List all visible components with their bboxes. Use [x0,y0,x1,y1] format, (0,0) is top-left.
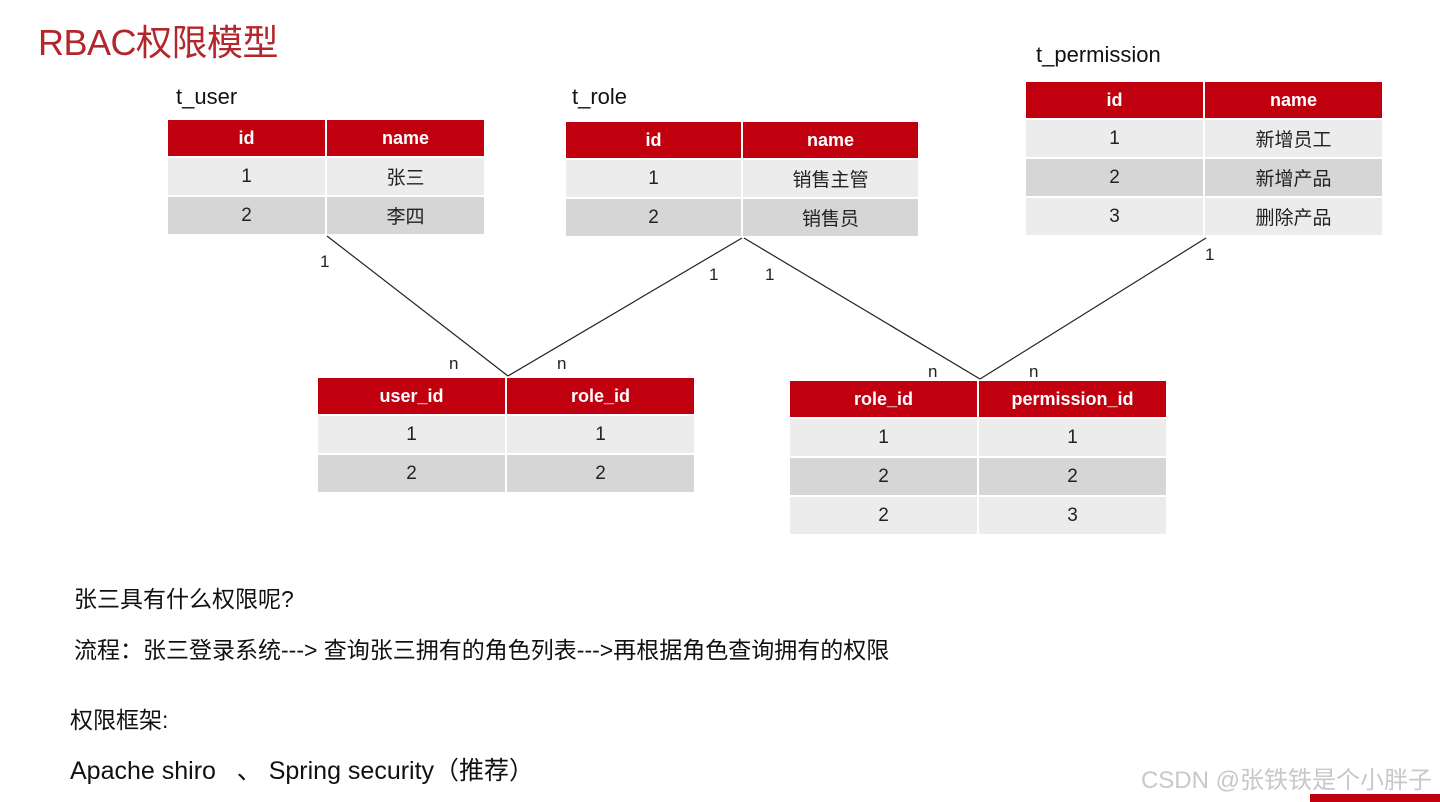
column-header-name: name [743,122,918,160]
cell-role-id: 1 [507,416,694,455]
column-header-role-id: role_id [507,378,694,416]
cardinality-label: 1 [709,265,719,284]
column-header-role-id: role_id [790,381,977,419]
table-row: 1 新增员工 [1026,120,1382,159]
table-row: 2 2 [318,455,694,494]
cell-role-id: 1 [790,419,977,458]
cell-id: 3 [1026,198,1203,237]
cardinality-label: n [1029,362,1039,381]
table-row: 2 李四 [168,197,484,236]
frameworks-label: 权限框架: [70,707,169,733]
table-row: 1 张三 [168,158,484,197]
table-row: 2 销售员 [566,199,918,238]
table-row: 2 3 [790,497,1166,536]
frameworks-text: Apache shiro 、 Spring security（推荐） [70,757,535,785]
table-row: 1 1 [318,416,694,455]
table-role-permission: role_id permission_id 1 1 2 2 2 3 [788,381,1168,536]
table-name-t-user: t_user [176,84,238,109]
relation-line-role-to-user-role [507,237,743,377]
relation-line-permission-to-role-permission [979,237,1207,380]
table-t-permission: id name 1 新增员工 2 新增产品 3 删除产品 [1024,82,1384,237]
cell-role-id: 2 [790,458,977,497]
cell-id: 1 [566,160,741,199]
table-row: 3 删除产品 [1026,198,1382,237]
cell-id: 2 [1026,159,1203,198]
column-header-name: name [1205,82,1382,120]
cell-name: 销售主管 [743,160,918,199]
flow-text: 流程：张三登录系统---> 查询张三拥有的角色列表--->再根据角色查询拥有的权… [74,637,890,663]
cardinality-label: n [557,354,567,373]
question-text: 张三具有什么权限呢? [74,586,294,612]
cardinality-label: 1 [320,252,330,271]
cardinality-label: 1 [765,265,775,284]
table-name-t-permission: t_permission [1036,42,1161,67]
cell-permission-id: 2 [979,458,1166,497]
cell-permission-id: 1 [979,419,1166,458]
table-user-role: user_id role_id 1 1 2 2 [316,378,696,494]
column-header-name: name [327,120,484,158]
column-header-user-id: user_id [318,378,505,416]
table-t-user: id name 1 张三 2 李四 [166,120,486,236]
cell-id: 1 [168,158,325,197]
table-t-role: id name 1 销售主管 2 销售员 [564,122,920,238]
cell-role-id: 2 [507,455,694,494]
corner-decoration [1310,794,1440,802]
cell-id: 1 [1026,120,1203,159]
column-header-id: id [168,120,325,158]
cell-permission-id: 3 [979,497,1166,536]
cell-id: 2 [566,199,741,238]
cardinality-label: n [449,354,459,373]
column-header-id: id [566,122,741,160]
column-header-id: id [1026,82,1203,120]
watermark: CSDN @张铁铁是个小胖子 [1140,767,1432,794]
table-row: 2 新增产品 [1026,159,1382,198]
page-title: RBAC权限模型 [38,22,279,63]
cardinality-label: 1 [1205,245,1215,264]
cell-role-id: 2 [790,497,977,536]
cell-name: 张三 [327,158,484,197]
cell-name: 删除产品 [1205,198,1382,237]
cardinality-label: n [928,362,938,381]
cell-name: 销售员 [743,199,918,238]
cell-name: 李四 [327,197,484,236]
table-row: 1 1 [790,419,1166,458]
relation-line-user-to-user-role [326,235,509,377]
table-name-t-role: t_role [572,84,628,109]
relation-line-role-to-role-permission [743,237,981,380]
table-row: 2 2 [790,458,1166,497]
cell-name: 新增产品 [1205,159,1382,198]
table-row: 1 销售主管 [566,160,918,199]
column-header-permission-id: permission_id [979,381,1166,419]
cell-name: 新增员工 [1205,120,1382,159]
cell-user-id: 2 [318,455,505,494]
cell-user-id: 1 [318,416,505,455]
cell-id: 2 [168,197,325,236]
